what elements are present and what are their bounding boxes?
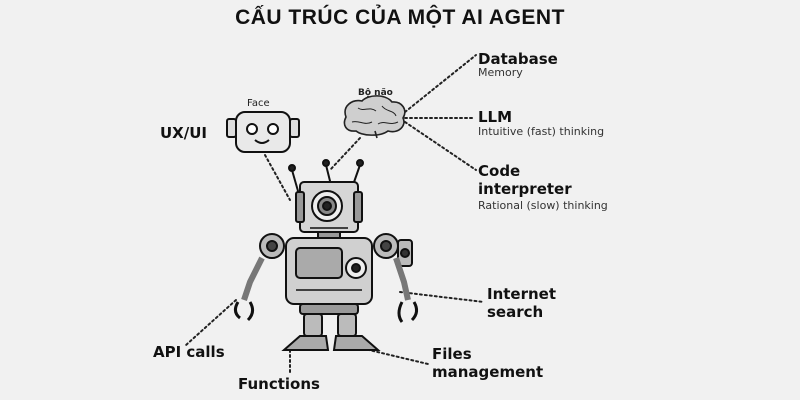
code-sub-label: Rational (slow) thinking xyxy=(478,199,608,212)
connector-internet xyxy=(399,291,485,303)
database-label: Database xyxy=(478,50,558,68)
llm-label: LLM xyxy=(478,108,513,126)
brain-label: Bộ não xyxy=(358,88,393,98)
interpreter-label: interpreter xyxy=(478,180,572,198)
management-label: management xyxy=(432,363,544,381)
brain-icon xyxy=(343,95,406,139)
internet-label: Internet xyxy=(487,285,557,303)
connector-brain xyxy=(329,137,361,171)
connector-code xyxy=(404,121,477,171)
robot-illustration xyxy=(233,159,419,351)
connector-api xyxy=(185,299,237,346)
files-label: Files xyxy=(432,345,472,363)
search-label: search xyxy=(487,303,544,321)
memory-label: Memory xyxy=(478,66,523,79)
connector-files xyxy=(347,344,429,365)
connector-face xyxy=(264,154,291,201)
functions-label: Functions xyxy=(238,375,320,393)
page-title: CẤU TRÚC CỦA MỘT AI AGENT xyxy=(235,6,565,29)
face-label: Face xyxy=(247,98,270,109)
llm-sub-label: Intuitive (fast) thinking xyxy=(478,125,605,138)
face-robot-icon xyxy=(226,111,300,153)
code-label: Code xyxy=(478,162,521,180)
ux-ui-label: UX/UI xyxy=(160,124,207,142)
api-calls-label: API calls xyxy=(153,343,225,361)
connector-database xyxy=(404,54,477,113)
